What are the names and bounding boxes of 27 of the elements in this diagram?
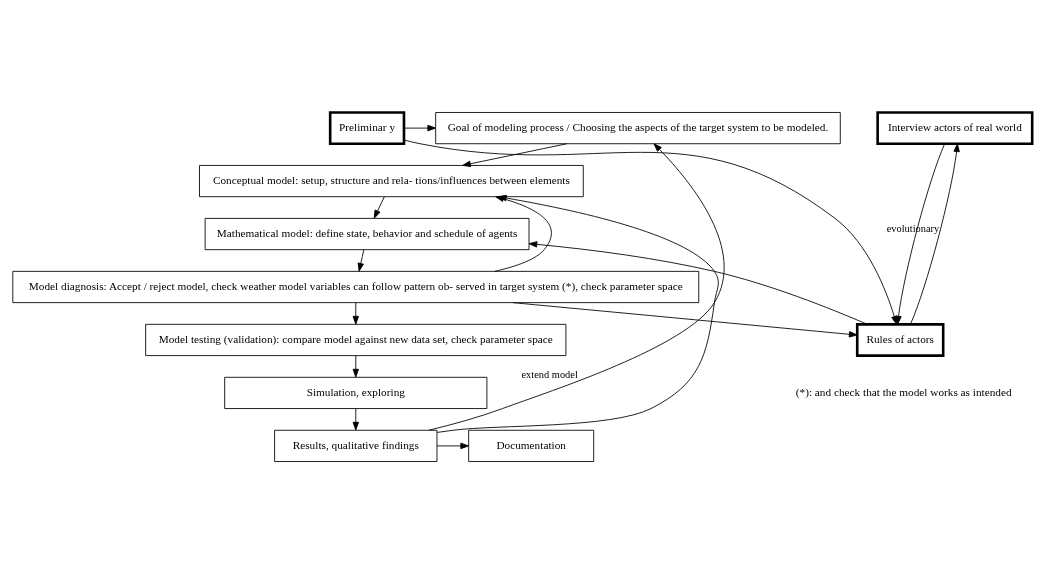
arrow	[528, 241, 868, 325]
label: (*): and check that the model works as intended	[795, 385, 1012, 398]
arrow	[910, 143, 960, 325]
node-box: Model diagnosis: Accept / reject model, check weather model variables can follow pattern ob- served in target system (*), check parameter space	[12, 270, 700, 304]
node-box: Model testing (validation): compare model against new data set, check parameter space	[145, 323, 567, 357]
arrow	[352, 302, 359, 325]
edge-label: evolutionary	[886, 223, 940, 235]
arrow	[462, 143, 568, 167]
node-box: Conceptual model: setup, structure and rela- tions/influences between elements	[199, 165, 584, 198]
edge-label: extend model	[521, 369, 578, 381]
node-box: Goal of modeling process / Choosing the aspects of the target system to be modeled.	[435, 112, 841, 145]
node-box: Documentation	[468, 429, 595, 462]
arrow	[895, 143, 946, 325]
node-box: Results, qualitative findings	[274, 429, 438, 462]
node-box: Preliminar y	[328, 111, 406, 146]
node-box: Interview actors of real world	[876, 111, 1034, 146]
node-box: Simulation, exploring	[224, 376, 488, 409]
arrow	[357, 249, 365, 272]
arrow	[373, 196, 385, 219]
arrow	[403, 124, 437, 132]
node-box: Rules of actors	[855, 323, 945, 357]
arrow	[512, 302, 858, 338]
arrow	[352, 355, 359, 378]
arrow	[428, 143, 725, 431]
arrow	[352, 408, 359, 431]
arrow	[436, 442, 470, 450]
node-box: Mathematical model: define state, behavior and schedule of agents	[204, 217, 530, 251]
